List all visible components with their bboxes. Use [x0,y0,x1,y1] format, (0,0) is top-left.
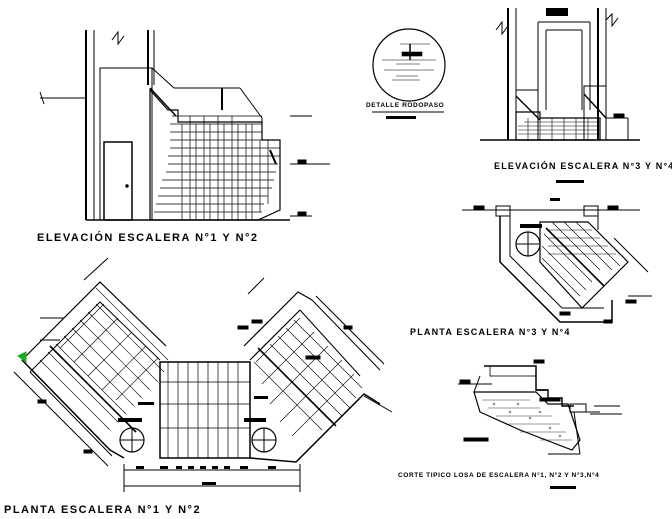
title-plan-stair-3-4: PLANTA ESCALERA N°3 Y N°4 [410,327,571,337]
title-plan-stair-1-2: PLANTA ESCALERA N°1 Y N°2 [4,504,202,516]
title-typical-section: CORTE TIPICO LOSA DE ESCALERA N°1, N°2 Y… [398,472,600,479]
title-elevation-stair-1-2: ELEVACIÓN ESCALERA N°1 Y N°2 [37,232,259,244]
elevation-stair-3-4 [480,8,640,183]
plan-stair-1-2 [13,257,393,492]
detail-rodopaso [372,28,446,119]
plan-stair-3-4 [462,198,652,324]
title-detail-rodopaso: DETALLE RODOPASO [366,102,445,109]
title-elevation-stair-3-4: ELEVACIÓN ESCALERA N°3 Y N°4 [494,161,672,171]
typical-section [458,359,622,489]
elevation-stair-1-2 [39,30,330,221]
